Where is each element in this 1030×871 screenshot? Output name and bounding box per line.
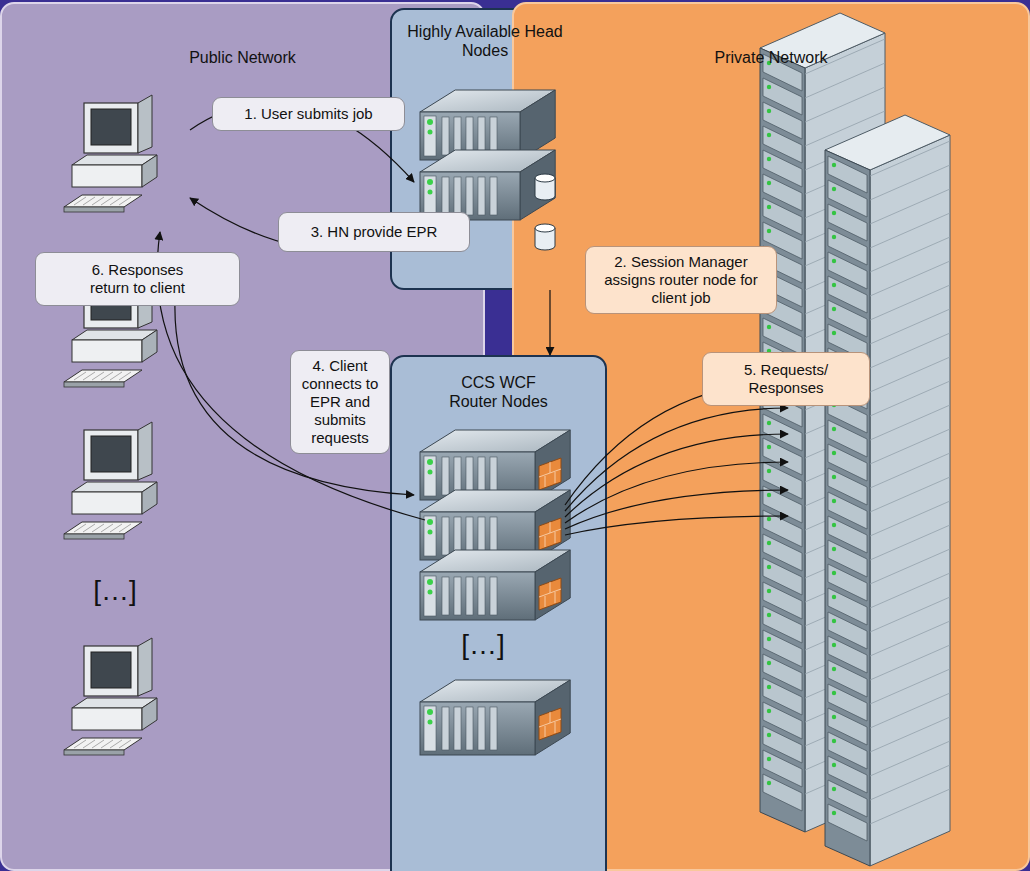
server-rack: [760, 13, 885, 832]
database-icon: [535, 174, 555, 200]
flow-connector: [549, 290, 550, 355]
flow-arrow: [175, 300, 414, 495]
client-computer: [64, 95, 157, 212]
step-callout: 2. Session Manager assigns router node f…: [585, 246, 777, 314]
flow-arrow: [565, 462, 788, 523]
step-callout: 4. Client connects to EPR and submits re…: [290, 350, 390, 454]
server-icon: [420, 90, 555, 160]
flow-arrow: [565, 516, 788, 535]
node-title: CCS WCF Router Nodes: [439, 373, 559, 411]
server-icon: [420, 490, 570, 560]
server-rack: [825, 115, 950, 866]
flow-arrow: [565, 408, 788, 511]
server-group: CCS WCF Router Nodes: [390, 355, 607, 871]
node-title: Private Network: [671, 48, 871, 67]
client-computer: [64, 638, 157, 755]
ellipsis-mark: […]: [448, 628, 518, 662]
server-icon: [420, 680, 570, 755]
server-icon: [420, 550, 570, 620]
flow-arrow: [565, 434, 788, 517]
step-callout: 5. Requests/ Responses: [702, 352, 870, 406]
node-title: Public Network: [143, 48, 343, 67]
step-callout: 6. Responses return to client: [35, 252, 240, 306]
server-icon: [420, 430, 570, 500]
database-icon: [535, 224, 555, 250]
flow-arrow: [565, 490, 788, 529]
step-callout: 3. HN provide EPR: [278, 212, 470, 252]
ellipsis-mark: […]: [80, 574, 150, 608]
step-callout: 1. User submits job: [212, 97, 405, 131]
client-computer: [64, 422, 157, 539]
server-icon: [420, 150, 555, 220]
node-title: Highly Available Head Nodes: [405, 22, 565, 60]
